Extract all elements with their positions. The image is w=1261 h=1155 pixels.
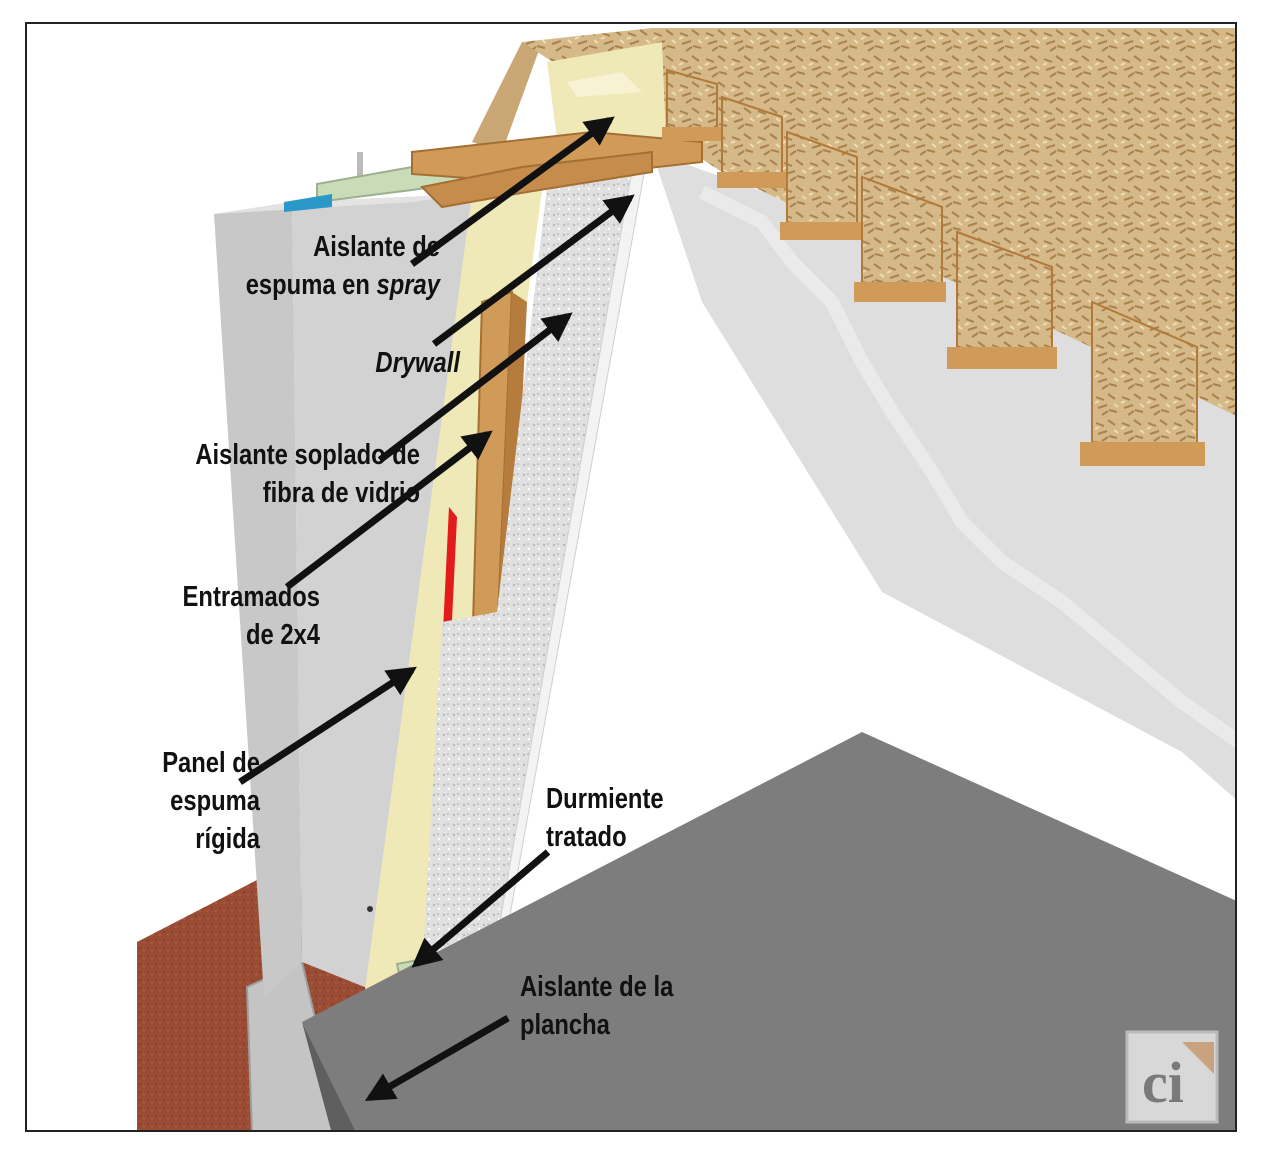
fiberglass-insulation [422,170,632,977]
label-spray-foam-line2: espuma en spray [227,266,440,304]
arrow-fiberglass [377,312,573,463]
arrow-rigid-foam [238,666,417,785]
label-sill-plate-line2: tratado [546,821,627,853]
label-slab-insulation-line2: plancha [520,1009,610,1041]
label-fiberglass: Aislante soplado de fibra de vidrio [125,436,420,512]
label-rigid-foam-line3: rígida [195,823,260,855]
wall-section-illustration: ci [137,28,1235,1130]
concrete-wall-top [214,194,472,214]
concrete-wall-front [214,202,302,997]
rim-plate-2 [419,150,653,209]
label-slab-insulation: Aislante de la plancha [520,968,733,1044]
label-spray-foam: Aislante de espuma en spray [227,228,440,304]
ceiling-steps [698,185,1235,748]
label-drywall: Drywall [280,344,460,382]
label-spray-foam-line2-italic: spray [376,269,440,301]
label-spray-foam-line2-prefix: espuma en [245,269,377,301]
arrow-spray-foam [409,116,615,267]
slab-front [302,1022,356,1130]
label-studs: Entramados de 2x4 [107,578,320,654]
label-spray-foam-line1: Aislante de [313,231,440,263]
ci-logo: ci [1125,1030,1219,1124]
i-joists [662,68,1205,466]
label-slab-insulation-line1: Aislante de la [520,971,674,1003]
label-sill-plate: Durmiente tratado [546,780,726,856]
label-fiberglass-line1: Aislante soplado de [195,439,420,471]
label-rigid-foam-line1: Panel de [162,747,260,779]
label-fiberglass-line2: fibra de vidrio [262,477,420,509]
osb-edge [472,42,542,152]
label-drywall-line1: Drywall [375,347,460,379]
top-gasket-blue [284,194,332,212]
slab-top [302,732,1235,1130]
leader-arrows [238,116,635,1102]
arrow-slab-insulation [364,1014,510,1102]
concrete-wall-side [292,194,472,992]
label-rigid-foam: Panel de espuma rígida [80,744,260,858]
diagram-frame: ci [25,22,1237,1132]
label-studs-line2: de 2x4 [245,619,320,651]
arrow-drywall [431,194,635,347]
label-studs-line1: Entramados [182,581,320,613]
arrow-sill-plate [411,849,551,968]
label-rigid-foam-line2: espuma [170,785,260,817]
arrow-studs [284,430,493,590]
logo-text: ci [1142,1050,1184,1115]
label-sill-plate-line1: Durmiente [546,783,664,815]
